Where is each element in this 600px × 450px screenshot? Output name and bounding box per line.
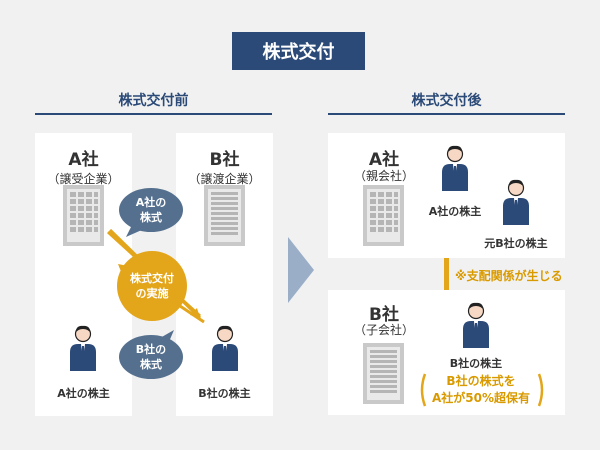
relation-note: ※支配関係が生じる	[455, 269, 563, 283]
person-icon	[463, 302, 489, 348]
before-section-line	[35, 113, 272, 115]
before-section-label: 株式交付前	[118, 93, 189, 109]
chevron-right-icon	[288, 237, 314, 303]
speech-bubble-icon	[119, 188, 183, 237]
highlight-text: B社の株式を A社が50%超保有	[431, 374, 530, 405]
shareholder-a-label: A社の株主	[57, 387, 110, 400]
person-icon	[503, 179, 529, 225]
bubble-bottom-text: B社の 株式	[135, 343, 167, 371]
relation-connector	[444, 258, 449, 290]
building-icon	[363, 343, 404, 404]
parent-role: （親会社）	[353, 169, 414, 183]
parent-name: A社	[368, 150, 400, 170]
after-section-label: 株式交付後	[411, 93, 482, 109]
speech-bubble-icon	[119, 330, 183, 379]
child-shareholder-label: B社の株主	[449, 357, 503, 370]
bracket-icon	[537, 373, 544, 407]
person-icon	[70, 325, 96, 371]
company-a-role: （譲受企業）	[47, 172, 120, 186]
person-icon	[212, 325, 238, 371]
building-icon	[363, 185, 404, 246]
company-b-name: B社	[209, 150, 240, 170]
company-a-name: A社	[68, 150, 99, 170]
page-title: 株式交付	[232, 32, 365, 70]
building-icon	[63, 185, 104, 246]
building-icon	[204, 185, 245, 246]
company-b-role: （譲渡企業）	[188, 172, 261, 186]
child-name: B社	[369, 305, 399, 325]
center-text: 株式交付 の実施	[130, 272, 174, 300]
person-icon	[442, 145, 468, 191]
company-b-card: B社 （譲渡企業）	[176, 133, 273, 416]
child-role: （子会社）	[353, 323, 414, 337]
after-section-line	[328, 113, 565, 115]
former-b-shareholder-label: 元B社の株主	[484, 237, 548, 250]
center-circle	[117, 251, 187, 321]
bubble-top-text: A社の 株式	[135, 196, 167, 224]
bracket-icon	[420, 373, 427, 407]
shareholder-b-label: B社の株主	[198, 387, 251, 400]
parent-shareholder-label: A社の株主	[428, 205, 482, 218]
